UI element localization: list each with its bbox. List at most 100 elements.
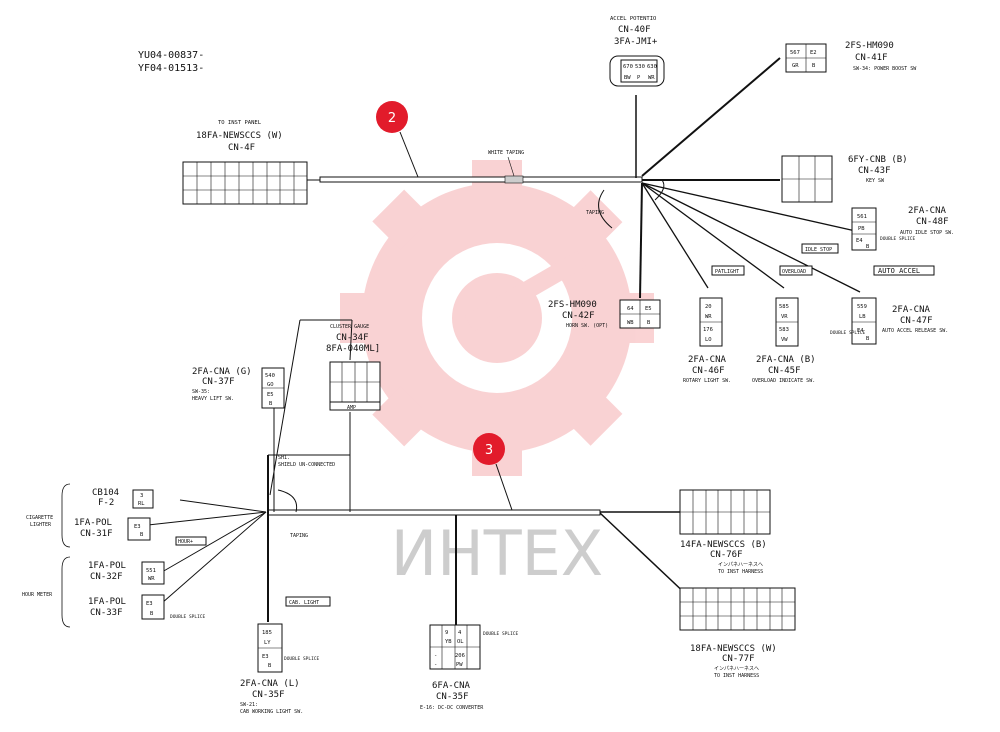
- connector-cn77f[interactable]: 18FA-NEWSCCS (W) CN-77F インパネハーネスへ TO INS…: [679, 587, 796, 679]
- connector-cn46f[interactable]: PATLIGHT 20 WR 176 LO 2FA-CNA CN-46F ROT…: [683, 265, 745, 384]
- connector-cn45f[interactable]: OVERLOAD 585 VR 583 VW 2FA-CNA (B) CN-45…: [752, 265, 816, 384]
- svg-text:20: 20: [705, 304, 712, 310]
- svg-text:DOUBLE SPLICE: DOUBLE SPLICE: [284, 656, 320, 662]
- svg-text:2FA-CNA (L): 2FA-CNA (L): [240, 679, 300, 689]
- svg-text:670: 670: [623, 64, 633, 70]
- svg-text:OVERLOAD INDICATE SW.: OVERLOAD INDICATE SW.: [752, 378, 815, 384]
- svg-text:567: 567: [790, 50, 800, 56]
- svg-text:2FA-CNA (G): 2FA-CNA (G): [192, 367, 252, 377]
- svg-text:CN-48F: CN-48F: [916, 217, 949, 227]
- svg-text:CB104: CB104: [92, 488, 119, 498]
- svg-text:3: 3: [485, 443, 493, 458]
- svg-text:E3: E3: [262, 654, 269, 660]
- svg-text:2FA-CNA (B): 2FA-CNA (B): [756, 355, 816, 365]
- connector-cn42f[interactable]: 64 E5 WB B 2FS-HM090 CN-42F HORN SW. (OP…: [548, 299, 661, 329]
- connector-cn4f[interactable]: TO INST PANEL 18FA-NEWSCCS (W) CN-4F: [182, 120, 308, 205]
- connector-cn34f[interactable]: CLUSTER GAUGE CN-34F 8FA-040ML] AMP: [326, 324, 381, 411]
- svg-text:530: 530: [635, 64, 645, 70]
- svg-text:PW: PW: [456, 662, 463, 668]
- svg-text:F-2: F-2: [98, 498, 114, 508]
- svg-text:CN-47F: CN-47F: [900, 316, 933, 326]
- top-harness: WHITE TAPING TAPING: [260, 57, 861, 299]
- svg-text:3: 3: [140, 493, 143, 499]
- connector-cn35f-l[interactable]: CAB. LIGHT 185 LY E3 B DOUBLE SPLICE 2FA…: [240, 596, 331, 715]
- svg-text:1FA-POL: 1FA-POL: [74, 518, 112, 528]
- svg-text:CIGARETTE: CIGARETTE: [26, 515, 53, 521]
- doc-ref-2: YF04-01513-: [138, 63, 204, 74]
- svg-text:AUTO ACCEL RELEASE SW.: AUTO ACCEL RELEASE SW.: [882, 328, 948, 334]
- svg-text:CN-34F: CN-34F: [336, 333, 369, 343]
- connector-cn43f[interactable]: 6FY-CNB (B) CN-43F KEY SW: [781, 155, 908, 203]
- svg-text:OVERLOAD: OVERLOAD: [782, 269, 806, 275]
- svg-text:LO: LO: [705, 337, 712, 343]
- svg-text:WR: WR: [705, 314, 712, 320]
- svg-text:IDLE STOP: IDLE STOP: [805, 247, 832, 253]
- svg-text:GR: GR: [792, 63, 799, 69]
- svg-text:CN-35F: CN-35F: [436, 692, 469, 702]
- svg-text:CN-45F: CN-45F: [768, 366, 801, 376]
- svg-text:PB: PB: [858, 226, 865, 232]
- connector-cn47f[interactable]: AUTO ACCEL 559 LB E4 B DOUBLE SPLICE 2FA…: [830, 265, 948, 345]
- svg-text:E3: E3: [134, 524, 141, 530]
- svg-text:2FS-HM090: 2FS-HM090: [845, 41, 894, 51]
- svg-text:18FA-NEWSCCS (W): 18FA-NEWSCCS (W): [690, 644, 777, 654]
- svg-text:3FA-JMI+: 3FA-JMI+: [614, 37, 658, 47]
- svg-text:GO: GO: [267, 382, 274, 388]
- doc-ref-1: YU04-00837-: [138, 50, 204, 61]
- svg-text:CN-43F: CN-43F: [858, 166, 891, 176]
- svg-text:583: 583: [779, 327, 789, 333]
- svg-text:HOUR+: HOUR+: [178, 539, 193, 545]
- marker-2[interactable]: 2: [376, 101, 408, 133]
- svg-text:ACCEL POTENTIO: ACCEL POTENTIO: [610, 16, 656, 22]
- svg-text:AUTO ACCEL: AUTO ACCEL: [878, 267, 920, 275]
- svg-text:206: 206: [455, 653, 465, 659]
- svg-text:64: 64: [627, 306, 634, 312]
- connector-cn31f[interactable]: E3 B 1FA-POL CN-31F: [74, 517, 151, 541]
- connector-cn48f[interactable]: 561 PB E4 B IDLE STOP DOUBLE SPLICE 2FA-…: [801, 206, 954, 254]
- connector-cn37f[interactable]: 540 GO E5 B 2FA-CNA (G) CN-37F SW-35: HE…: [192, 367, 285, 409]
- svg-text:CN-46F: CN-46F: [692, 366, 725, 376]
- svg-text:551: 551: [146, 568, 156, 574]
- svg-text:B: B: [269, 401, 273, 407]
- svg-text:BW: BW: [624, 75, 631, 81]
- connector-cn32f[interactable]: HOUR+ 551 WR 1FA-POL CN-32F: [88, 536, 207, 585]
- svg-text:TO INST HARNESS: TO INST HARNESS: [714, 673, 759, 679]
- svg-text:18FA-NEWSCCS (W): 18FA-NEWSCCS (W): [196, 131, 283, 141]
- svg-text:E5: E5: [267, 392, 274, 398]
- connector-f2[interactable]: 3 RL CB104 F-2: [92, 488, 154, 509]
- connector-cn35f[interactable]: 9 4 YB OL - 206 - PW DOUBLE SPLICE 6FA-C…: [420, 624, 519, 711]
- svg-text:LIGHTER: LIGHTER: [30, 522, 52, 528]
- connector-cn40f[interactable]: ACCEL POTENTIO CN-40F 3FA-JMI+ 670 530 6…: [609, 16, 665, 87]
- svg-text:HEAVY LIFT SW.: HEAVY LIFT SW.: [192, 396, 234, 402]
- svg-text:CN-31F: CN-31F: [80, 529, 113, 539]
- svg-text:DOUBLE SPLICE: DOUBLE SPLICE: [483, 631, 519, 637]
- connector-cn33f[interactable]: E3 B DOUBLE SPLICE 1FA-POL CN-33F: [88, 594, 206, 620]
- shield-label-2: SHIELD UN-CONNECTED: [278, 462, 335, 468]
- svg-text:14FA-NEWSCCS (B): 14FA-NEWSCCS (B): [680, 540, 767, 550]
- svg-text:CN-77F: CN-77F: [722, 654, 755, 664]
- white-taping-label: WHITE TAPING: [488, 150, 524, 156]
- svg-text:HORN SW. (OPT): HORN SW. (OPT): [566, 323, 608, 329]
- svg-text:AUTO IDLE STOP SW.: AUTO IDLE STOP SW.: [900, 230, 954, 236]
- svg-text:B: B: [812, 63, 816, 69]
- svg-text:CAB. LIGHT: CAB. LIGHT: [289, 600, 319, 606]
- svg-text:CLUSTER GAUGE: CLUSTER GAUGE: [330, 324, 369, 330]
- side-labels: CIGARETTE LIGHTER HOUR METER: [22, 483, 71, 628]
- svg-text:585: 585: [779, 304, 789, 310]
- svg-text:LY: LY: [264, 640, 271, 646]
- svg-text:B: B: [140, 532, 144, 538]
- svg-text:CN-40F: CN-40F: [618, 25, 651, 35]
- svg-text:RL: RL: [138, 501, 145, 507]
- svg-text:2FS-HM090: 2FS-HM090: [548, 300, 597, 310]
- svg-text:インパネハーネスへ: インパネハーネスへ: [714, 666, 759, 672]
- svg-text:OL: OL: [457, 639, 464, 645]
- connector-cn41f[interactable]: 567 E2 GR B 2FS-HM090 CN-41F SW-34: POWE…: [785, 41, 917, 73]
- svg-text:-: -: [434, 662, 437, 668]
- marker-3[interactable]: 3: [473, 433, 505, 465]
- svg-text:インパネハーネスへ: インパネハーネスへ: [718, 562, 763, 568]
- connector-cn76f[interactable]: 14FA-NEWSCCS (B) CN-76F インパネハーネスへ TO INS…: [679, 489, 771, 575]
- svg-text:LB: LB: [859, 314, 866, 320]
- taping-label-left: TAPING: [290, 533, 308, 539]
- svg-text:DOUBLE SPLICE: DOUBLE SPLICE: [170, 614, 206, 620]
